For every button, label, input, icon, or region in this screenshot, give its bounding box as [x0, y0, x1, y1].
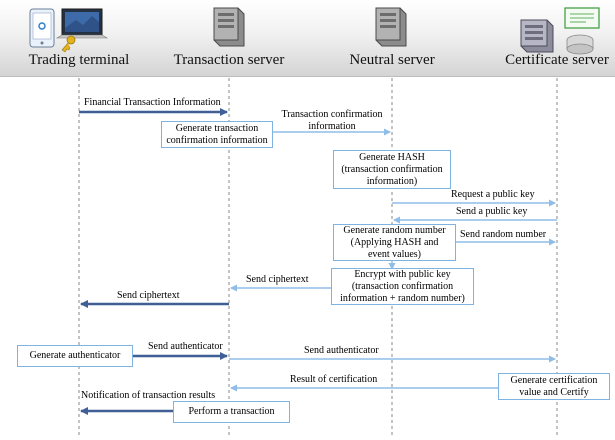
msg-notification-results: Notification of transaction results — [81, 390, 216, 401]
msg-send-random-number: Send random number — [460, 229, 547, 240]
msg-tx-confirmation: Transaction confirmation information — [281, 109, 383, 132]
actor-certificate-server: Certificate server — [505, 52, 609, 68]
msg-request-public-key: Request a public key — [451, 189, 535, 200]
msg-send-authenticator-2: Send authenticator — [304, 345, 379, 356]
note-generate-tx-confirmation: Generate transaction confirmation inform… — [161, 121, 273, 148]
msg-send-ciphertext-2: Send ciphertext — [117, 290, 180, 301]
actor-transaction-server: Transaction server — [173, 52, 285, 68]
actor-trading-terminal: Trading terminal — [28, 52, 130, 68]
actor-neutral-server: Neutral server — [349, 52, 435, 68]
note-perform-transaction: Perform a transaction — [173, 401, 290, 423]
transaction-server-icon — [213, 7, 245, 47]
note-generate-hash: Generate HASH (transaction confirmation … — [333, 150, 451, 189]
certificate-server-icon — [520, 7, 600, 55]
msg-send-ciphertext-1: Send ciphertext — [246, 274, 309, 285]
laptop-icon — [55, 8, 109, 39]
note-encrypt-public-key: Encrypt with public key (transaction con… — [331, 268, 474, 305]
note-generate-random: Generate random number (Applying HASH an… — [333, 224, 456, 261]
msg-send-public-key: Send a public key — [456, 206, 528, 217]
neutral-server-icon — [375, 7, 407, 47]
phone-icon — [29, 8, 55, 48]
msg-financial-info: Financial Transaction Information — [84, 97, 221, 108]
msg-result-of-certification: Result of certification — [290, 374, 378, 385]
note-generate-certification: Generate certification value and Certify — [498, 373, 610, 400]
key-icon — [61, 35, 76, 53]
actor-icons — [29, 7, 600, 55]
note-generate-authenticator: Generate authenticator — [17, 345, 133, 367]
msg-send-authenticator-1: Send authenticator — [148, 341, 223, 352]
